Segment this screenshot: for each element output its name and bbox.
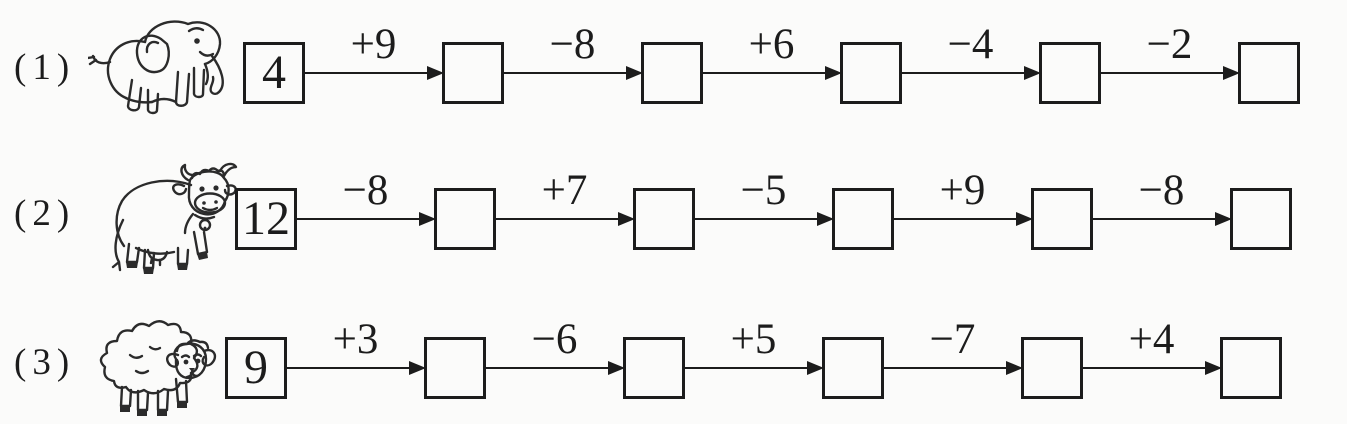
answer-box[interactable]	[1220, 337, 1282, 399]
operation-label: +6	[748, 21, 795, 68]
answer-box[interactable]	[1039, 42, 1101, 104]
operation-label: +9	[939, 167, 986, 214]
answer-box[interactable]	[840, 42, 902, 104]
arrow-head-icon	[825, 66, 842, 80]
arrow-segment: −7	[882, 318, 1023, 397]
arrow-line	[683, 367, 817, 369]
arrow-segment: +3	[285, 318, 426, 397]
answer-box[interactable]	[1230, 188, 1292, 250]
cow-icon	[96, 158, 240, 278]
arrow-head-icon	[409, 361, 426, 375]
operation-label: −7	[929, 316, 976, 363]
answer-box[interactable]	[623, 337, 685, 399]
row-number-label: (1)	[14, 47, 76, 88]
answer-box[interactable]	[1031, 188, 1093, 250]
answer-box[interactable]	[1238, 42, 1300, 104]
answer-box[interactable]	[822, 337, 884, 399]
arrow-segment: −8	[1091, 169, 1232, 248]
arrow-segment: +4	[1081, 318, 1222, 397]
operation-label: +4	[1128, 316, 1175, 363]
answer-box[interactable]	[424, 337, 486, 399]
row-number-label: (3)	[14, 342, 76, 383]
sheep-icon	[92, 313, 220, 419]
arrow-segment: −4	[900, 23, 1041, 102]
number-chain: 4 +9 −8 +6 −4	[243, 23, 1300, 104]
arrow-head-icon	[1205, 361, 1222, 375]
answer-box[interactable]	[832, 188, 894, 250]
arrow-line	[892, 218, 1026, 220]
arrow-head-icon	[419, 212, 436, 226]
start-number-box: 4	[243, 42, 305, 104]
answer-box[interactable]	[633, 188, 695, 250]
arrow-line	[295, 218, 429, 220]
answer-box[interactable]	[1021, 337, 1083, 399]
arrow-line	[494, 218, 628, 220]
arrow-head-icon	[807, 361, 824, 375]
arrow-head-icon	[608, 361, 625, 375]
arrow-line	[701, 72, 835, 74]
arrow-line	[285, 367, 419, 369]
arrow-head-icon	[1215, 212, 1232, 226]
arrow-segment: +9	[892, 169, 1033, 248]
operation-label: +7	[541, 167, 588, 214]
operation-label: −4	[947, 21, 994, 68]
arrow-line	[1081, 367, 1215, 369]
start-number-box: 12	[235, 188, 297, 250]
arrow-segment: −8	[502, 23, 643, 102]
operation-label: −8	[549, 21, 596, 68]
elephant-icon	[88, 10, 238, 122]
arrow-line	[1099, 72, 1233, 74]
arrow-line	[900, 72, 1034, 74]
arrow-line	[1091, 218, 1225, 220]
answer-box[interactable]	[442, 42, 504, 104]
number-chain: 9 +3 −6 +5 −7	[225, 318, 1282, 399]
operation-label: +3	[332, 316, 379, 363]
operation-label: +5	[730, 316, 777, 363]
operation-label: −5	[740, 167, 787, 214]
arrow-head-icon	[1223, 66, 1240, 80]
arrow-line	[882, 367, 1016, 369]
arrow-line	[484, 367, 618, 369]
arrow-segment: −2	[1099, 23, 1240, 102]
answer-box[interactable]	[434, 188, 496, 250]
answer-box[interactable]	[641, 42, 703, 104]
arrow-head-icon	[427, 66, 444, 80]
chain-row-1: (1)	[0, 8, 1347, 148]
operation-label: −8	[342, 167, 389, 214]
arrow-segment: +5	[683, 318, 824, 397]
operation-label: −6	[531, 316, 578, 363]
arrow-segment: −6	[484, 318, 625, 397]
arrow-segment: −5	[693, 169, 834, 248]
operation-label: +9	[350, 21, 397, 68]
start-number-box: 9	[225, 337, 287, 399]
arrow-segment: −8	[295, 169, 436, 248]
arrow-head-icon	[618, 212, 635, 226]
chain-row-3: (3)	[0, 303, 1347, 424]
row-number-label: (2)	[14, 193, 76, 234]
arrow-head-icon	[1016, 212, 1033, 226]
arrow-segment: +6	[701, 23, 842, 102]
arrow-head-icon	[817, 212, 834, 226]
arrow-segment: +7	[494, 169, 635, 248]
arrow-line	[303, 72, 437, 74]
operation-label: −2	[1146, 21, 1193, 68]
arrow-line	[693, 218, 827, 220]
arrow-head-icon	[626, 66, 643, 80]
chain-row-2: (2)	[0, 154, 1347, 294]
operation-label: −8	[1138, 167, 1185, 214]
arrow-head-icon	[1006, 361, 1023, 375]
arrow-head-icon	[1024, 66, 1041, 80]
arrow-segment: +9	[303, 23, 444, 102]
number-chain: 12 −8 +7 −5 +9	[235, 169, 1292, 250]
arrow-line	[502, 72, 636, 74]
